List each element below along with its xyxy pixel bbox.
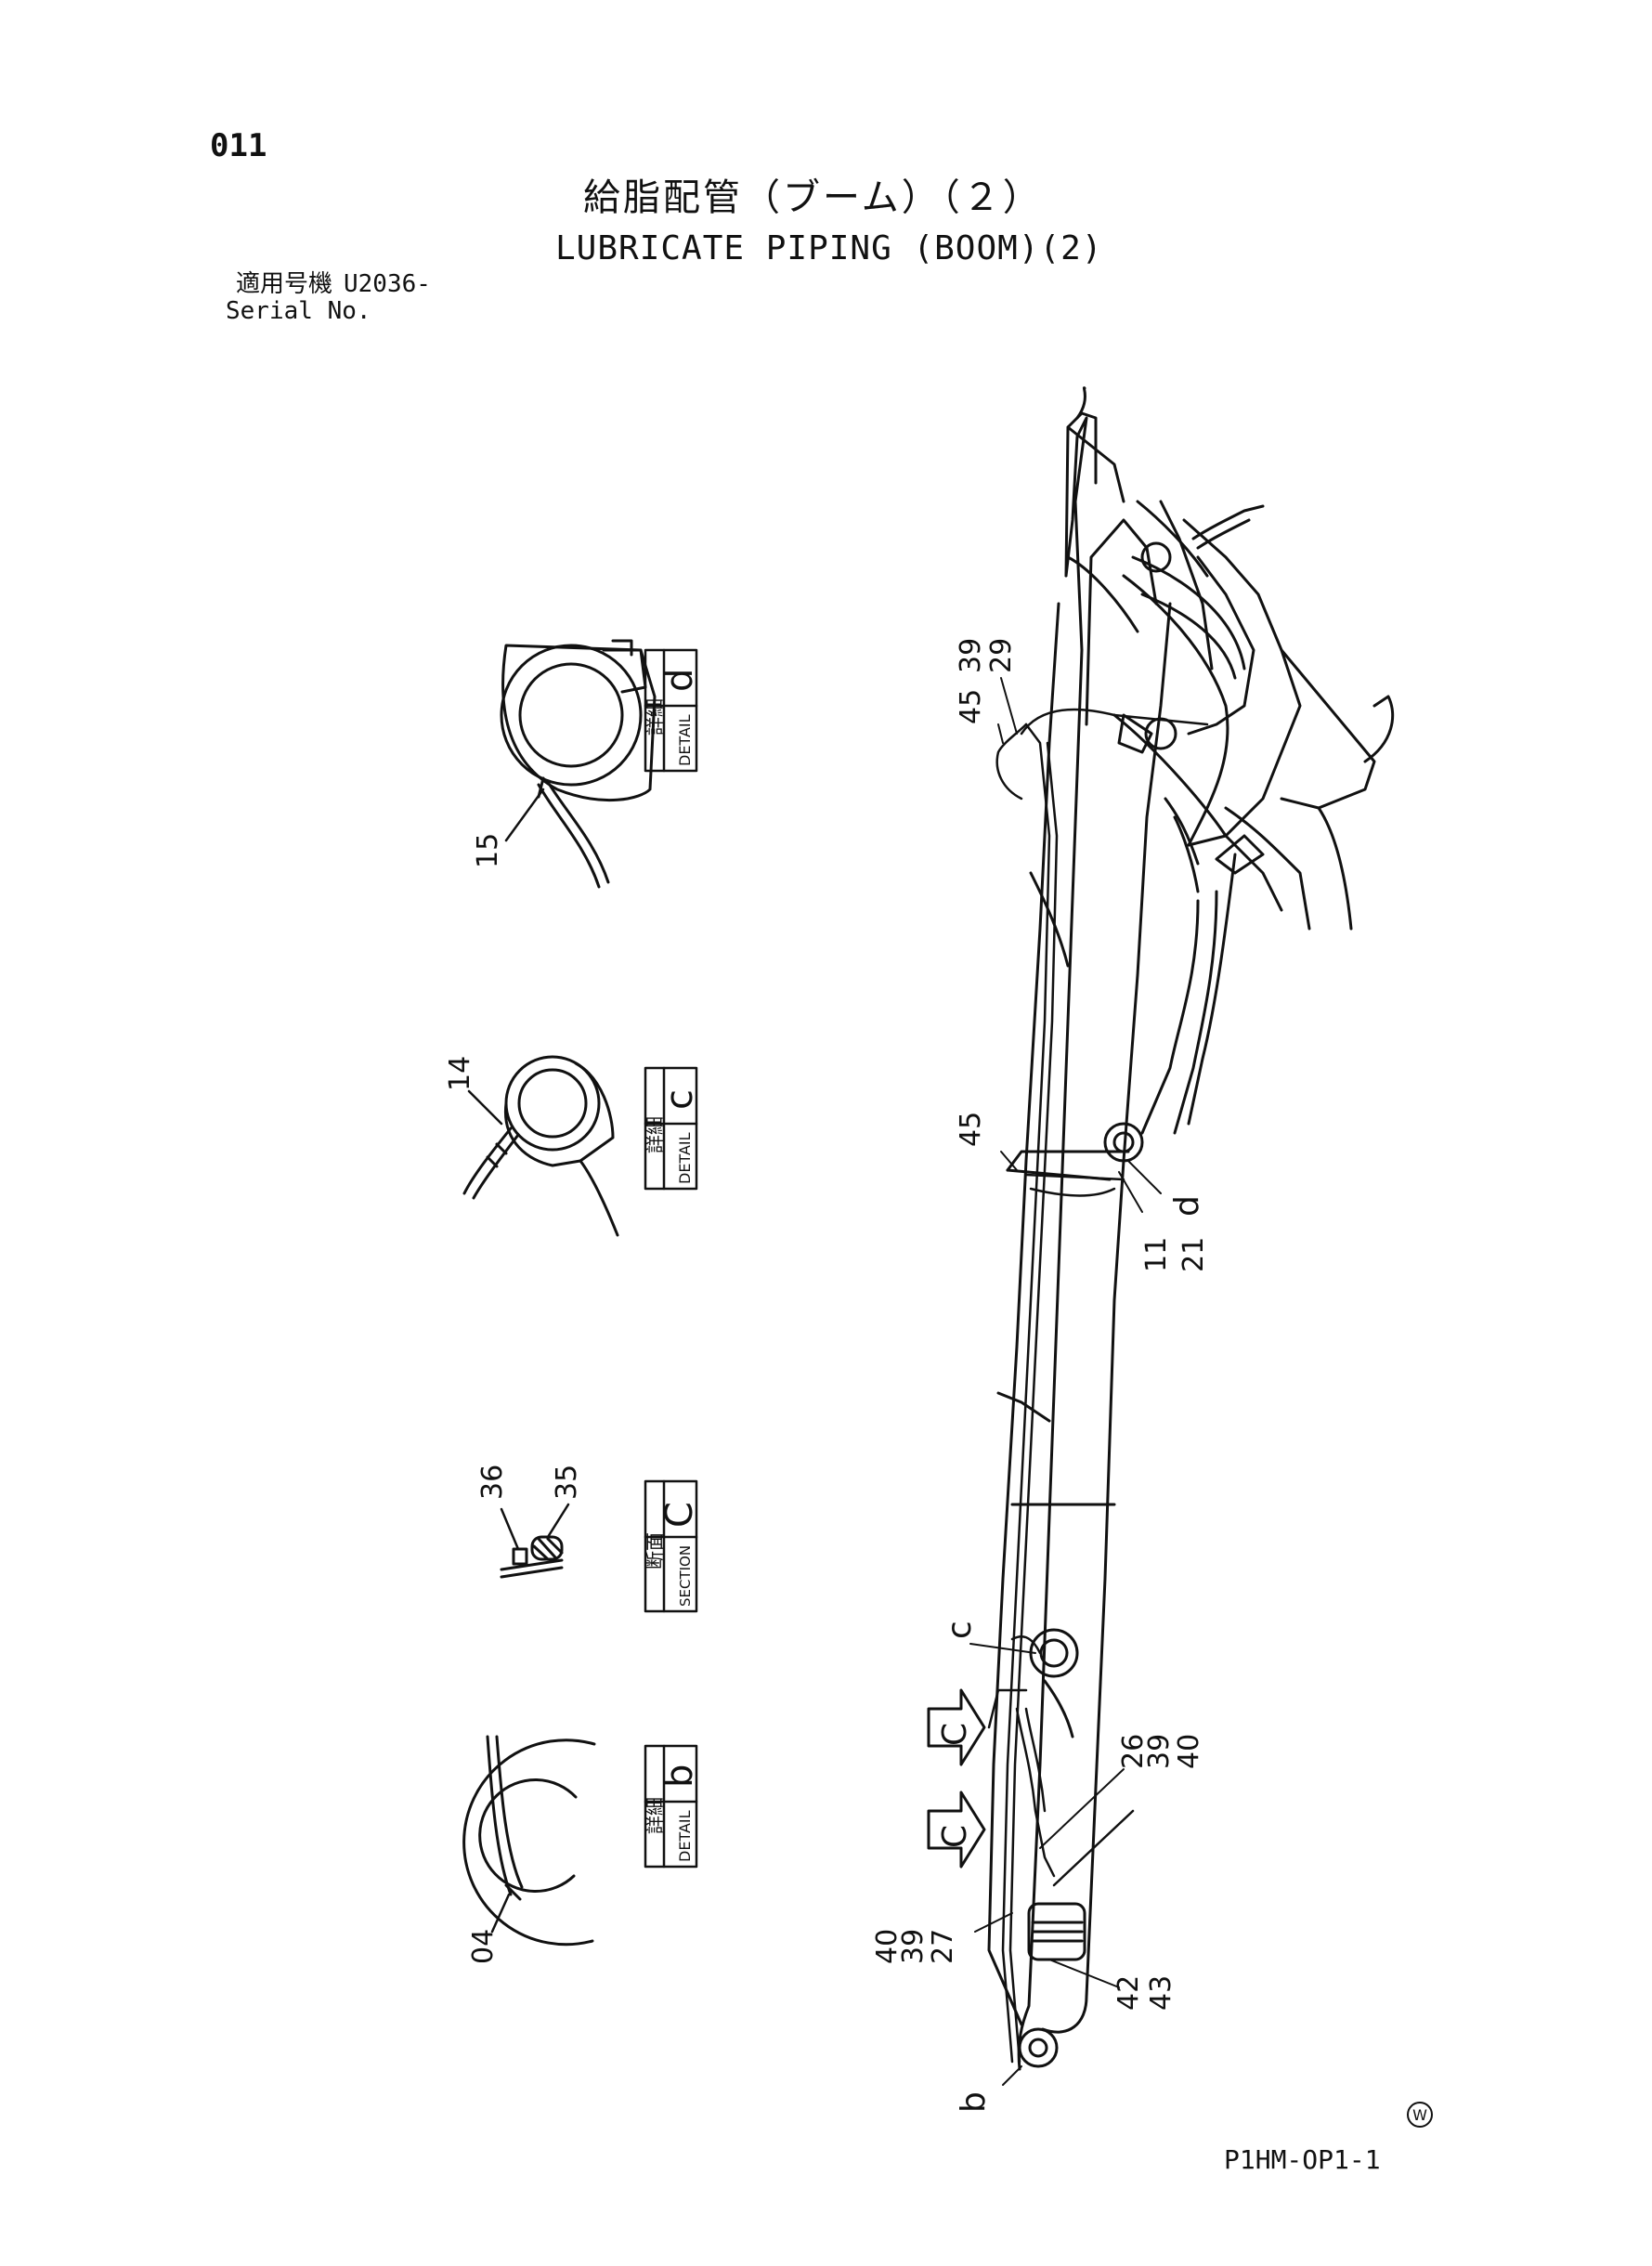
- w-mark-letter: W: [1412, 2106, 1427, 2124]
- callout-43: 43: [1145, 1975, 1177, 2011]
- detail-d-box-en: DETAIL: [676, 714, 694, 766]
- part-15: 15: [472, 833, 504, 868]
- section-c-letter: C: [658, 1502, 701, 1528]
- part-04: 04: [467, 1929, 500, 1964]
- page-title-en: LUBRICATE PIPING (BOOM)(2): [555, 229, 1103, 267]
- section-c-arrow-lower: [927, 1791, 986, 1869]
- arrow-c-lower-letter: C: [936, 1825, 974, 1848]
- callout-40-left: 40: [871, 1929, 904, 1964]
- detail-d-box-jp: 詳細: [644, 698, 666, 736]
- serial-label-jp: 適用号機: [236, 270, 333, 298]
- callout-c: c: [941, 1621, 979, 1639]
- callout-d: d: [1168, 1195, 1206, 1217]
- callout-42: 42: [1112, 1975, 1145, 2011]
- detail-c-box-jp: 詳細: [644, 1116, 666, 1153]
- boom-structure: [987, 386, 1395, 2071]
- callout-29: 29: [985, 638, 1018, 673]
- section-c-label-box: [644, 1479, 698, 1613]
- part-14: 14: [444, 1056, 476, 1091]
- callout-39-left: 39: [897, 1929, 930, 1964]
- callout-40-right: 40: [1173, 1734, 1205, 1769]
- leader-04: [490, 1893, 511, 1934]
- detail-d-drawing: [500, 639, 657, 889]
- page-number: 011: [210, 127, 267, 164]
- detail-b-label-box: [644, 1744, 698, 1869]
- detail-c-box-en: DETAIL: [676, 1132, 694, 1184]
- detail-b-letter: b: [658, 1765, 701, 1788]
- detail-d-letter: d: [658, 669, 701, 692]
- detail-c-letter: c: [658, 1089, 701, 1110]
- callout-39-right: 39: [1143, 1734, 1176, 1769]
- detail-c-drawing: [462, 1055, 619, 1237]
- section-c-drawing: [500, 1535, 564, 1579]
- callout-11: 11: [1140, 1237, 1173, 1272]
- callout-27: 27: [927, 1929, 959, 1964]
- callout-leaders: [969, 677, 1162, 2086]
- w-circle-mark-icon: W: [1407, 2102, 1433, 2128]
- detail-b-box-en: DETAIL: [676, 1810, 694, 1862]
- section-c-box-jp: 断面: [644, 1532, 666, 1569]
- detail-b-box-jp: 詳細: [644, 1797, 666, 1834]
- section-c-arrow-upper: [927, 1688, 986, 1766]
- part-36: 36: [476, 1465, 509, 1500]
- serial-value: U2036-: [344, 270, 431, 298]
- leader-35: [546, 1503, 570, 1539]
- callout-45-top: 45: [955, 689, 987, 724]
- callout-21: 21: [1177, 1237, 1210, 1272]
- detail-c-label-box: [644, 1066, 698, 1191]
- detail-d-label-box: [644, 648, 698, 773]
- leader-14: [467, 1089, 503, 1126]
- callout-39-top: 39: [955, 638, 987, 673]
- callout-b: b: [955, 2091, 993, 2113]
- part-35: 35: [551, 1465, 583, 1500]
- callout-26: 26: [1117, 1734, 1150, 1769]
- serial-label-en: Serial No.: [226, 297, 371, 325]
- page-title-jp: 給脂配管（ブーム）（２）: [583, 176, 1043, 219]
- document-code: P1HM-OP1-1: [1224, 2144, 1381, 2175]
- leader-15: [504, 788, 545, 842]
- leader-36: [500, 1507, 520, 1551]
- callout-45-mid: 45: [955, 1112, 987, 1147]
- detail-b-drawing: [462, 1735, 596, 1947]
- lubrication-piping: [987, 708, 1209, 2064]
- section-c-box-en: SECTION: [677, 1545, 694, 1607]
- arrow-c-upper-letter: C: [936, 1723, 974, 1746]
